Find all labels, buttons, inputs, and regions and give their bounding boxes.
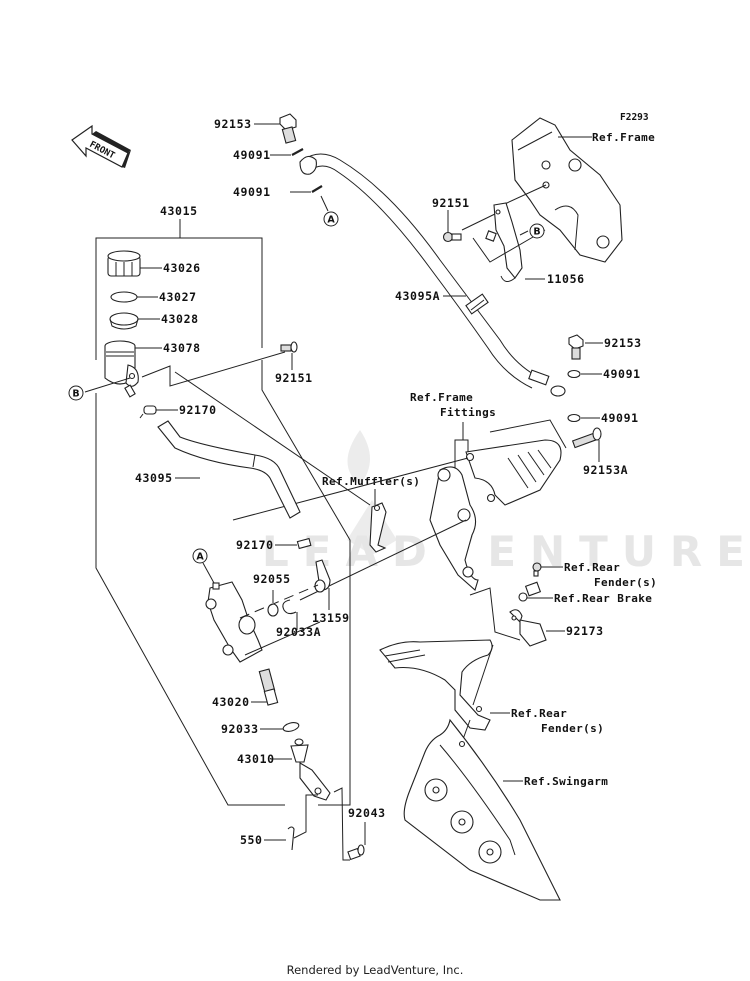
brake-hose-43095A xyxy=(299,153,566,397)
marker-a-top xyxy=(323,211,339,227)
pin-92043 xyxy=(347,844,365,861)
bolt-92153A xyxy=(571,427,602,449)
ring-43027 xyxy=(110,291,138,303)
callout-92033: 92033 xyxy=(221,722,259,736)
circlip-92033A xyxy=(282,599,297,615)
reservoir-hose-43095 xyxy=(157,420,301,519)
bolt-92151-right xyxy=(442,231,462,243)
ref-rear-fender-1-line2: Fender(s) xyxy=(594,576,657,589)
marker-b-right xyxy=(529,223,545,239)
callout-49091-c: 49091 xyxy=(603,367,641,381)
callout-92055: 92055 xyxy=(253,572,291,586)
callout-92153-top: 92153 xyxy=(214,117,252,131)
ref-frame-top: Ref.Frame xyxy=(592,131,655,144)
callout-43015: 43015 xyxy=(160,204,198,218)
callout-550: 550 xyxy=(240,833,263,847)
callout-49091-a: 49091 xyxy=(233,148,271,162)
callout-49091-d: 49091 xyxy=(601,411,639,425)
callout-43020: 43020 xyxy=(212,695,250,709)
circlip-92033 xyxy=(282,722,300,732)
master-cylinder-body xyxy=(205,581,263,663)
diaphragm-43028 xyxy=(109,312,139,330)
figure-code: F2293 xyxy=(620,112,649,123)
washer-49091-c xyxy=(567,369,581,379)
callout-13159: 13159 xyxy=(312,611,350,625)
reservoir-43078 xyxy=(104,340,139,398)
marker-b-left-label: B xyxy=(72,389,79,400)
swingarm xyxy=(403,718,561,901)
watermark: LEADVENTURE xyxy=(262,430,750,576)
ref-rear-brake: Ref.Rear Brake xyxy=(554,592,652,605)
marker-a-top-label: A xyxy=(327,215,335,226)
hose-clamp-92170-top xyxy=(139,405,157,419)
clamp-92173 xyxy=(509,609,547,647)
push-rod-43010 xyxy=(290,738,331,801)
hose-clamp-92170-mid xyxy=(296,537,312,550)
callout-92033A: 92033A xyxy=(276,625,321,639)
marker-a-bottom-label: A xyxy=(196,552,204,563)
callout-92043: 92043 xyxy=(348,806,386,820)
rear-brake-clamp xyxy=(518,581,542,602)
callout-43095: 43095 xyxy=(135,471,173,485)
ref-swingarm: Ref.Swingarm xyxy=(524,775,608,788)
marker-b-right-label: B xyxy=(533,227,540,238)
callout-43078: 43078 xyxy=(163,341,201,355)
callout-92153-right: 92153 xyxy=(604,336,642,350)
o-ring-92055 xyxy=(267,603,279,617)
footer-credit: Rendered by LeadVenture, Inc. xyxy=(286,963,464,977)
cotter-pin-550 xyxy=(287,826,295,851)
heel-guard-plate xyxy=(465,439,562,506)
ref-frame-fittings-line1: Ref.Frame xyxy=(410,391,473,404)
ref-frame-fittings-line2: Fittings xyxy=(440,406,496,419)
piston-43020 xyxy=(258,668,279,706)
callout-92170-mid: 92170 xyxy=(236,538,274,552)
callout-43028: 43028 xyxy=(161,312,199,326)
banjo-bolt-92153-top xyxy=(279,113,297,144)
marker-b-left xyxy=(68,385,84,401)
ref-muffler: Ref.Muffler(s) xyxy=(322,475,420,488)
banjo-bolt-92153-right xyxy=(568,334,584,360)
callout-43010: 43010 xyxy=(237,752,275,766)
callout-92151-left: 92151 xyxy=(275,371,313,385)
callout-11056: 11056 xyxy=(547,272,585,286)
footpeg-bracket xyxy=(429,466,479,591)
watermark-text: LEADVENTURE xyxy=(262,527,750,576)
muffler-bracket xyxy=(369,502,387,553)
rear-fender xyxy=(379,639,493,731)
callout-92151-right: 92151 xyxy=(432,196,470,210)
callout-43095A: 43095A xyxy=(395,289,440,303)
callout-43026: 43026 xyxy=(163,261,201,275)
callout-92153A: 92153A xyxy=(583,463,628,477)
callout-49091-b: 49091 xyxy=(233,185,271,199)
ref-rear-fender-2-line2: Fender(s) xyxy=(541,722,604,735)
ref-rear-fender-1-line1: Ref.Rear xyxy=(564,561,620,574)
callout-92170-top: 92170 xyxy=(179,403,217,417)
bolt-92151-left xyxy=(280,341,298,353)
washer-49091-d xyxy=(567,413,581,423)
front-arrow-icon: FRONT xyxy=(71,124,131,168)
callout-43027: 43027 xyxy=(159,290,197,304)
fitting-13159 xyxy=(314,559,331,593)
callout-92173: 92173 xyxy=(566,624,604,638)
marker-a-bottom xyxy=(192,548,208,564)
ref-rear-fender-2-line1: Ref.Rear xyxy=(511,707,567,720)
reservoir-cap-43026 xyxy=(107,250,141,277)
bracket-11056 xyxy=(485,202,523,282)
